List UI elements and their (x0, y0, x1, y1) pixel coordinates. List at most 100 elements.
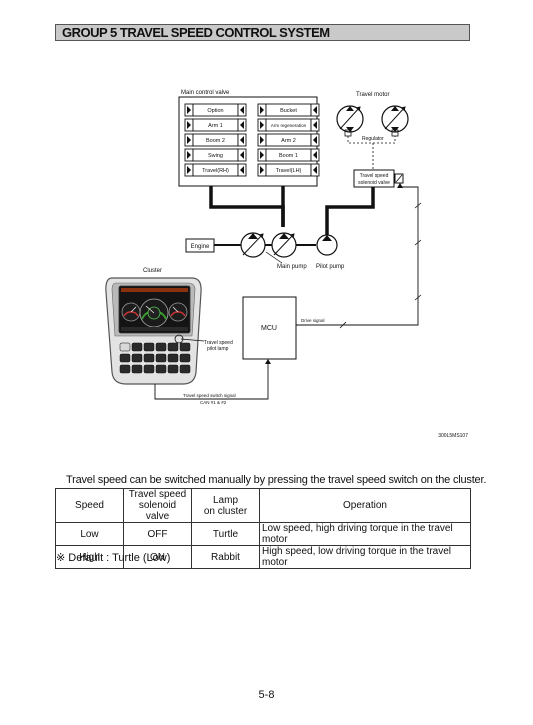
travel-motor-label: Travel motor (356, 92, 389, 98)
page-number: 5-8 (258, 689, 275, 701)
cluster-keypad (119, 342, 191, 374)
cluster-gauge-right (168, 302, 188, 322)
spool-label: Arm 2 (281, 138, 296, 144)
cell-lamp: Rabbit (191, 545, 260, 569)
valve-spool-right: Arm 2 (257, 133, 320, 147)
cluster-key (131, 353, 143, 363)
travel-motor-left-icon (336, 105, 364, 133)
valve-spool-left: Travel(RH) (184, 163, 247, 177)
valve-spool-left: Swing (184, 148, 247, 162)
cluster-key (155, 364, 167, 374)
switch-signal-label-1: Travel speed switch signal (183, 393, 236, 398)
cluster-info-bar (121, 327, 188, 331)
cell-solenoid: ON (123, 545, 192, 569)
pilot-pump-line (325, 187, 375, 236)
travel-motor-right-icon (381, 105, 409, 133)
header-operation: Operation (259, 488, 471, 523)
valve-spool-left: Arm 1 (184, 118, 247, 132)
header-speed: Speed (55, 488, 124, 523)
main-pump-1-icon (240, 232, 266, 258)
valve-spool-right: Boom 1 (257, 148, 320, 162)
pilot-lamp-leader (180, 338, 205, 342)
regulator-label: Regulator (362, 136, 384, 142)
spool-label: Swing (208, 153, 223, 159)
cluster-status-bar (121, 288, 188, 292)
cell-lamp: Turtle (191, 522, 260, 546)
drive-signal-label: Drive signal (301, 318, 325, 323)
default-note: ※ Default : Turtle (Low) (56, 552, 171, 564)
main-pump-2-icon (271, 232, 297, 258)
valve-spool-right: Arm regeneration (257, 118, 320, 132)
engine-label: Engine (191, 244, 210, 250)
pilot-lamp-label-2: pilot lamp (207, 346, 229, 352)
valve-spool-left: Option (184, 103, 247, 117)
cluster-key (179, 342, 191, 352)
main-control-valve-label: Main control valve (181, 90, 230, 96)
spool-label: Bucket (280, 108, 297, 114)
pilot-pump-icon (316, 234, 338, 256)
cluster-key (179, 364, 191, 374)
cell-solenoid: OFF (123, 522, 192, 546)
cluster-gauge-center (139, 298, 169, 328)
cluster-key (155, 353, 167, 363)
cluster-key (119, 342, 131, 352)
cell-operation: Low speed, high driving torque in the tr… (259, 522, 471, 546)
cluster-gauge-left (121, 302, 141, 322)
cluster-key (143, 342, 155, 352)
valve-spool-right: Travel(LH) (257, 163, 320, 177)
cluster-key (143, 364, 155, 374)
cell-speed: High (55, 545, 124, 569)
solenoid-coil-icon (394, 173, 404, 184)
mcu-label: MCU (261, 325, 277, 332)
drive-signal-line (296, 183, 419, 326)
regulator-pilot-line (347, 136, 396, 144)
cell-speed: Low (55, 522, 124, 546)
section-title: GROUP 5 TRAVEL SPEED CONTROL SYSTEM (55, 24, 470, 41)
spool-label: Travel(RH) (202, 168, 229, 174)
solenoid-label-1: Travel speed (360, 173, 389, 179)
switch-signal-line (154, 360, 269, 400)
figure-code: 300L5MS107 (438, 433, 468, 439)
main-pump-label: Main pump (277, 264, 307, 270)
cluster-label: Cluster (143, 268, 162, 274)
cluster-key (179, 353, 191, 363)
switch-signal-arrow (265, 359, 271, 364)
wire-breaks (339, 202, 422, 329)
spool-label: Arm 1 (208, 123, 223, 129)
valve-spool-left: Boom 2 (184, 133, 247, 147)
spool-label: Travel(LH) (276, 168, 302, 174)
cluster-key (119, 353, 131, 363)
pilot-lamp-label-1: Travel speed (204, 340, 233, 346)
cluster-device (105, 277, 202, 385)
switch-signal-label-2: CAN #1 & #2 (200, 400, 227, 405)
intro-text: Travel speed can be switched manually by… (66, 474, 487, 486)
cluster-key (131, 364, 143, 374)
mcu-box (242, 296, 297, 360)
cluster-key (167, 364, 179, 374)
pilot-pump-label: Pilot pump (316, 264, 345, 270)
valve-spool-right: Bucket (257, 103, 320, 117)
solenoid-label-2: solenoid valve (358, 180, 390, 186)
spool-label: Arm regeneration (271, 123, 307, 128)
table-row: Low OFF Turtle Low speed, high driving t… (55, 522, 471, 546)
spool-label: Boom 2 (206, 138, 225, 144)
table-row: High ON Rabbit High speed, low driving t… (55, 545, 471, 569)
drive-signal-arrow (397, 183, 403, 188)
cluster-key (155, 342, 167, 352)
cluster-key (167, 353, 179, 363)
cluster-key (143, 353, 155, 363)
cluster-key (167, 342, 179, 352)
hydraulic-line-left (209, 186, 285, 227)
main-pump-leader (265, 251, 283, 264)
spool-label: Boom 1 (279, 153, 298, 159)
spool-label: Option (207, 108, 223, 114)
cluster-key (119, 364, 131, 374)
cluster-key (131, 342, 143, 352)
